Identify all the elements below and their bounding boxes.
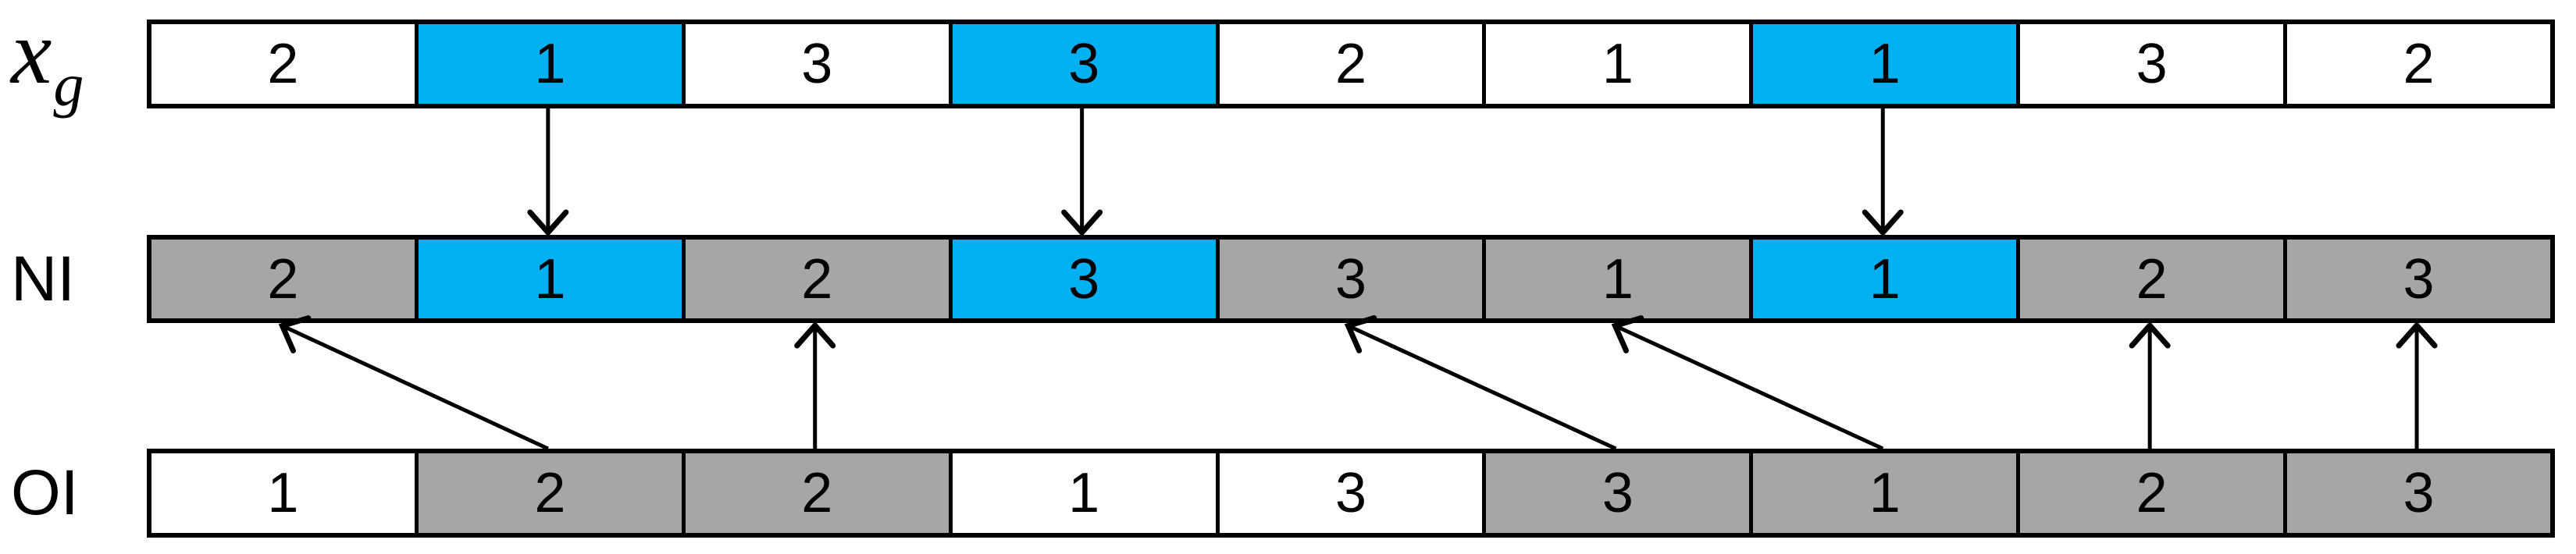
xg-cell-5: 2 — [1215, 24, 1483, 104]
xg-cell-3: 3 — [681, 24, 949, 104]
oi-cell-2: 2 — [414, 453, 682, 533]
xg-variable: x — [11, 1, 52, 103]
xg-subscript: g — [53, 51, 84, 119]
ni-cell-7: 1 — [1749, 240, 2017, 318]
oi-cell-1: 1 — [151, 453, 415, 533]
ni-cell-2: 1 — [414, 240, 682, 318]
ni-cell-5: 3 — [1215, 240, 1483, 318]
oi-cell-9: 3 — [2283, 453, 2551, 533]
arrow-oi6-to-ni5 — [1344, 315, 1617, 451]
oi-cell-4: 1 — [948, 453, 1216, 533]
xg-cell-8: 3 — [2016, 24, 2284, 104]
xg-cell-6: 1 — [1482, 24, 1750, 104]
xg-cell-7: 1 — [1749, 24, 2017, 104]
ni-cell-3: 2 — [681, 240, 949, 318]
oi-cell-5: 3 — [1215, 453, 1483, 533]
oi-cell-6: 3 — [1482, 453, 1750, 533]
arrow-oi2-to-ni1 — [278, 315, 549, 451]
oi-cell-8: 2 — [2016, 453, 2284, 533]
oi-cell-7: 1 — [1749, 453, 2017, 533]
ni-cell-6: 1 — [1482, 240, 1750, 318]
arrow-oi7-to-ni6 — [1611, 315, 1884, 451]
ni-cell-8: 2 — [2016, 240, 2284, 318]
row-label-oi: OI — [11, 457, 79, 528]
ni-cell-9: 3 — [2283, 240, 2551, 318]
ni-cell-1: 2 — [151, 240, 415, 318]
xg-cell-2: 1 — [414, 24, 682, 104]
ni-cell-4: 3 — [948, 240, 1216, 318]
xg-cell-9: 2 — [2283, 24, 2551, 104]
xg-cell-4: 3 — [948, 24, 1216, 104]
xg-cell-1: 2 — [151, 24, 415, 104]
row-label-ni: NI — [11, 243, 75, 314]
oi-cell-3: 2 — [681, 453, 949, 533]
